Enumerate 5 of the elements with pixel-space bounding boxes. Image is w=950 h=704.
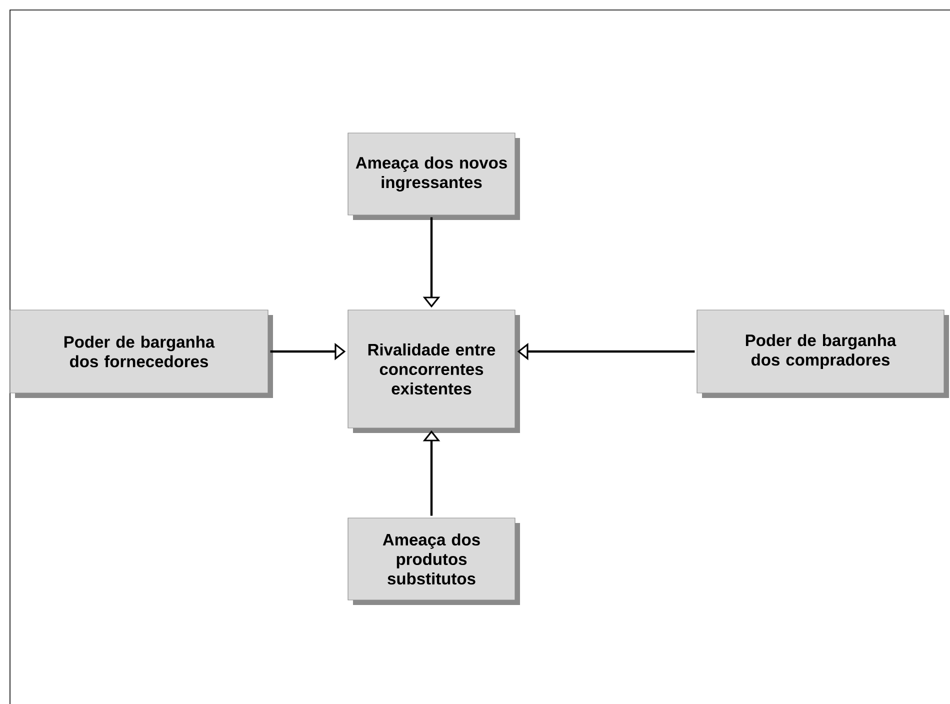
process-box: Ameaça dos novos ingressantes (348, 132, 520, 220)
process-box: Poder de barganha dos fornecedores (10, 310, 273, 398)
process-box: Poder de barganha dos compradores (696, 310, 949, 398)
process-box: Rivalidade entre concorrentes existentes (348, 310, 520, 433)
process-box: Ameaça dos produtos substitutos (348, 518, 520, 605)
